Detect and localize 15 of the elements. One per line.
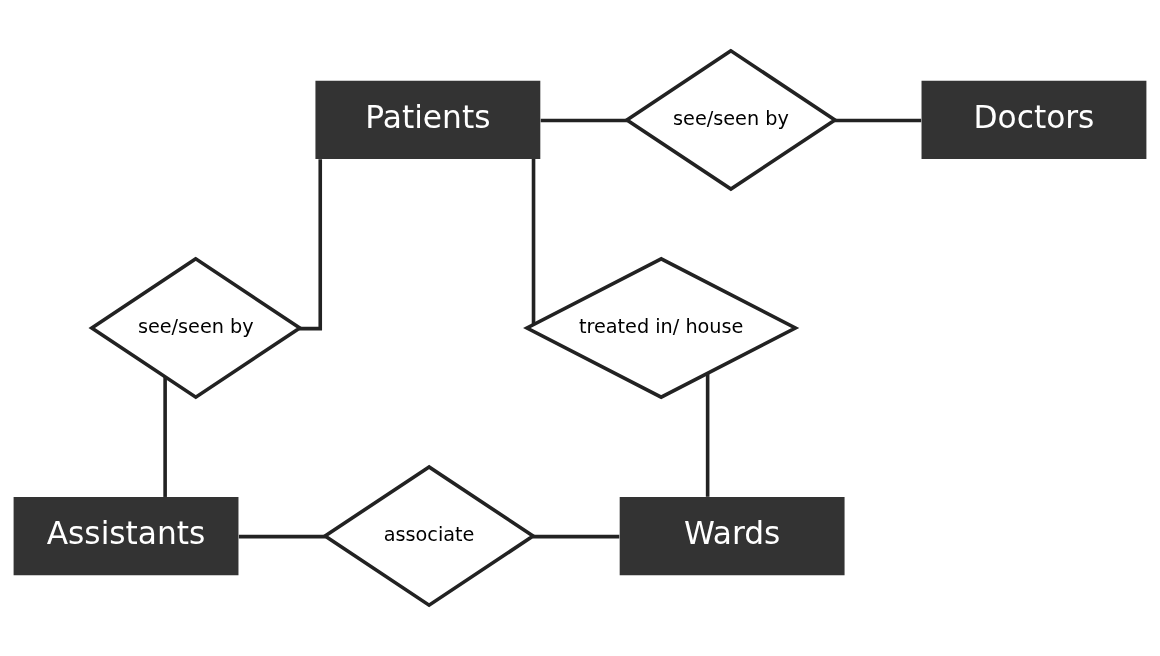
node-box: Patients bbox=[315, 80, 541, 160]
connector bbox=[834, 118, 922, 123]
node-diamond: see/seen by bbox=[88, 256, 304, 400]
node-box: Doctors bbox=[921, 80, 1147, 160]
connector bbox=[705, 373, 710, 497]
connector bbox=[238, 534, 326, 539]
node-box: Assistants bbox=[13, 496, 239, 576]
connector bbox=[531, 159, 536, 325]
node-diamond: treated in/ house bbox=[523, 256, 800, 400]
connector bbox=[163, 376, 167, 497]
node-diamond: associate bbox=[321, 464, 537, 608]
node-diamond: see/seen by bbox=[623, 48, 839, 192]
node-box: Wards bbox=[619, 496, 845, 576]
connector bbox=[532, 534, 620, 539]
connector bbox=[540, 118, 628, 123]
